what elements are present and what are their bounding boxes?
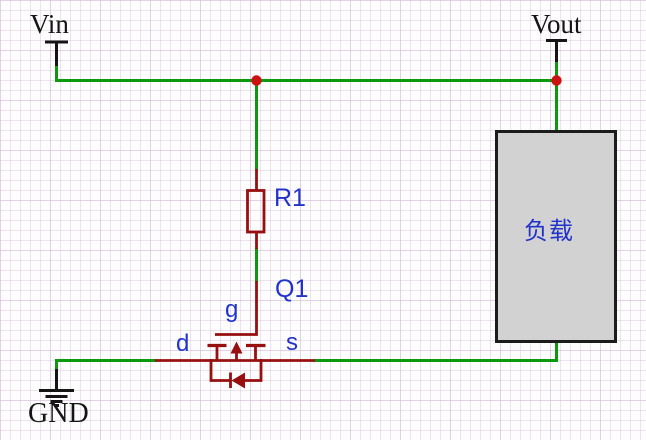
- mosfet-gate-pin-label: g: [225, 296, 239, 323]
- wire-source-to-load[interactable]: [314, 341, 558, 362]
- body-diode-triangle: [231, 372, 245, 389]
- vout-port-marker[interactable]: [546, 39, 567, 63]
- resistor-body: [246, 189, 266, 234]
- vin-port-marker[interactable]: [45, 40, 68, 66]
- gnd-port-label: GND: [28, 398, 89, 429]
- mosfet-substrate-arrow-head: [230, 341, 243, 354]
- mosfet-symbol[interactable]: [155, 281, 315, 389]
- load-label: 负载: [524, 218, 574, 245]
- junction-dot-vout: [551, 75, 562, 86]
- vin-port-label: Vin: [30, 9, 69, 39]
- mosfet-drain-pin-label: d: [176, 330, 190, 357]
- mosfet-body-diode-loop: [209, 359, 263, 382]
- mosfet-gate-wire: [215, 281, 258, 336]
- wires: [55, 60, 558, 372]
- mosfet-channel-ticks: [215, 344, 257, 361]
- mosfet-source-pin-label: s: [286, 329, 298, 356]
- wire-top-rail[interactable]: [55, 60, 558, 82]
- resistor-designator: R1: [274, 184, 306, 212]
- mosfet-designator: Q1: [275, 275, 309, 303]
- resistor-symbol[interactable]: [246, 169, 266, 249]
- junction-dot-mid: [251, 75, 262, 86]
- wire-drain-to-ground[interactable]: [55, 359, 157, 372]
- vout-port-label: Vout: [531, 9, 582, 39]
- load-block[interactable]: [495, 130, 617, 343]
- ground-symbol[interactable]: [39, 369, 74, 407]
